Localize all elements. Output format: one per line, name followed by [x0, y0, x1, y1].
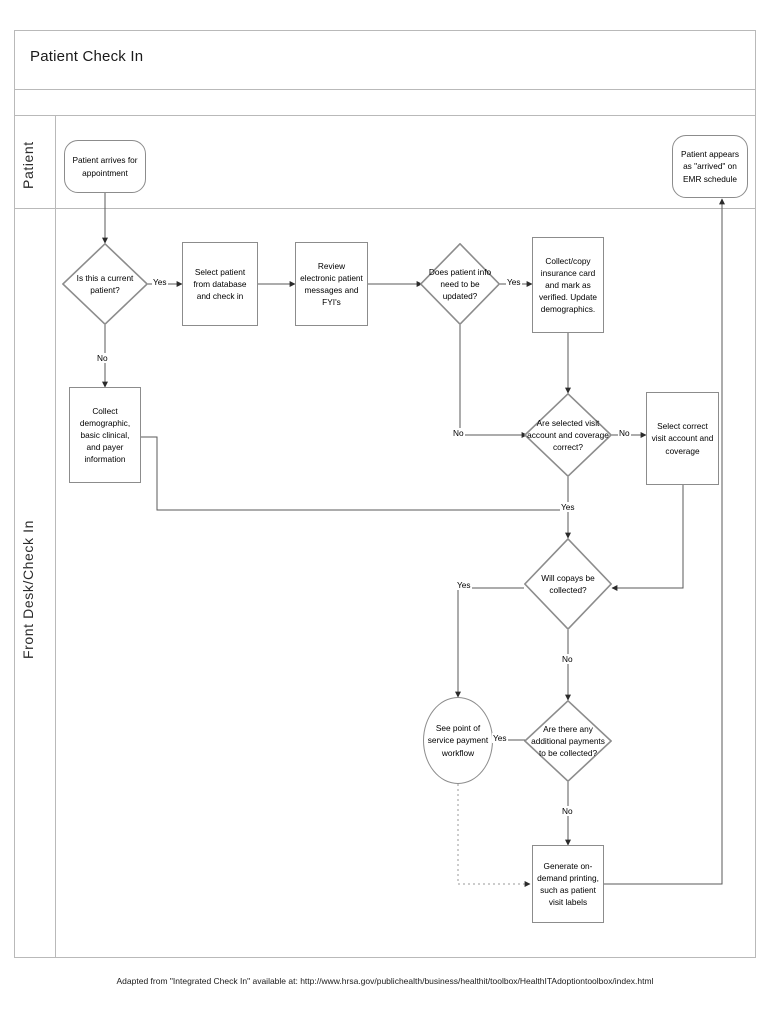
diagram-frame [14, 30, 756, 958]
node-additional-payments[interactable]: Are there any additional payments to be … [524, 700, 612, 782]
page-title: Patient Check In [30, 48, 144, 65]
node-text: Is this a current patient? [76, 272, 134, 295]
edge-label-no-account-correct: No [618, 428, 631, 438]
node-collect-insurance-card[interactable]: Collect/copy insurance card and mark as … [532, 237, 604, 333]
node-select-correct-visit-account[interactable]: Select correct visit account and coverag… [646, 392, 719, 485]
diamond-shape [524, 538, 612, 630]
edge-label-no-info-update: No [452, 428, 465, 438]
edge-label-yes-info-update: Yes [506, 277, 522, 287]
node-text: Are there any additional payments to be … [531, 723, 605, 758]
node-text: Does patient info need to be updated? [428, 266, 492, 301]
edge-label-no-current-patient: No [96, 353, 109, 363]
node-text: Are selected visit account and coverage … [527, 417, 609, 452]
diamond-shape [524, 700, 612, 782]
edge-label-no-copays: No [561, 654, 574, 664]
lane-divider [14, 208, 756, 209]
edge-label-yes-additional-payments: Yes [492, 733, 508, 743]
node-text: Patient appears as "arrived" on EMR sche… [680, 149, 740, 184]
node-patient-appears-emr[interactable]: Patient appears as "arrived" on EMR sche… [672, 135, 748, 198]
edge-label-yes-copays: Yes [456, 580, 472, 590]
node-patient-arrives[interactable]: Patient arrives for appointment [64, 140, 146, 193]
node-generate-on-demand-printing[interactable]: Generate on-demand printing, such as pat… [532, 845, 604, 923]
node-text: See point of service payment workflow [427, 723, 489, 758]
title-band [14, 30, 756, 90]
node-info-need-update[interactable]: Does patient info need to be updated? [420, 243, 500, 325]
node-select-patient-database[interactable]: Select patient from database and check i… [182, 242, 258, 326]
node-text: Patient arrives for appointment [72, 155, 138, 178]
diamond-shape [420, 243, 500, 325]
node-will-copays-be-collected[interactable]: Will copays be collected? [524, 538, 612, 630]
node-text: Select correct visit account and coverag… [651, 421, 714, 456]
lane-label-front-desk: Front Desk/Check In [20, 520, 36, 660]
lane-label-patient: Patient [20, 141, 36, 189]
diamond-shape [524, 393, 612, 477]
node-collect-demographic[interactable]: Collect demographic, basic clinical, and… [69, 387, 141, 483]
node-text: Select patient from database and check i… [193, 266, 247, 301]
node-is-current-patient[interactable]: Is this a current patient? [62, 243, 148, 325]
node-review-electronic-messages[interactable]: Review electronic patient messages and F… [295, 242, 368, 326]
node-text: Generate on-demand printing, such as pat… [537, 860, 599, 908]
diamond-shape [62, 243, 148, 325]
source-footnote: Adapted from "Integrated Check In" avail… [116, 976, 654, 986]
node-text: Review electronic patient messages and F… [300, 260, 363, 308]
subtitle-band [14, 90, 756, 116]
edge-label-no-additional-payments: No [561, 806, 574, 816]
edge-label-yes-account-correct: Yes [560, 502, 576, 512]
node-text: Collect/copy insurance card and mark as … [538, 255, 598, 315]
node-text: Will copays be collected? [541, 572, 595, 595]
edge-label-yes-current-patient: Yes [152, 277, 168, 287]
node-visit-account-correct[interactable]: Are selected visit account and coverage … [524, 393, 612, 477]
lane-header-column [14, 116, 56, 958]
node-text: Collect demographic, basic clinical, and… [79, 405, 131, 465]
node-see-pos-payment-workflow[interactable]: See point of service payment workflow [423, 697, 493, 784]
